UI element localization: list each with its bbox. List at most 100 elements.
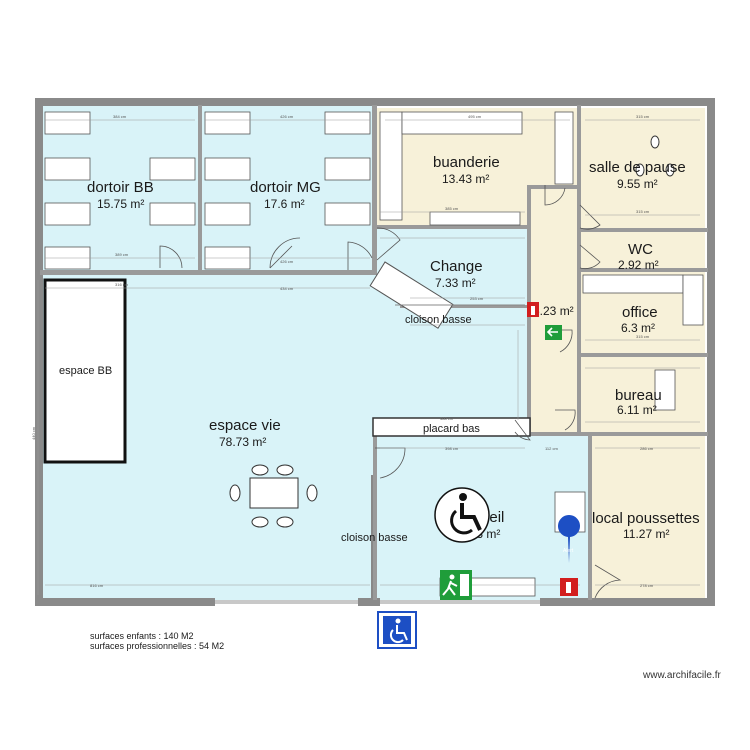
dim-text: 286 cm xyxy=(640,446,654,451)
wheelchair-icon xyxy=(434,487,490,543)
room-area-bureau: 6.11 m² xyxy=(617,403,657,417)
alert-marker-pin xyxy=(557,515,580,563)
alert-marker-text: Alert xyxy=(563,548,574,554)
room-name-salle-pause: salle de pause xyxy=(589,159,686,176)
door-swing xyxy=(579,204,601,230)
wall-change-bottom xyxy=(400,305,527,308)
extinguisher-body xyxy=(566,582,571,593)
wheelchair-wheel xyxy=(450,509,473,535)
chair xyxy=(635,163,645,177)
door-swing xyxy=(376,227,401,261)
wheelchair-figure xyxy=(396,625,408,641)
room-fill-bureau xyxy=(580,355,705,435)
wall-office-bottom xyxy=(580,353,708,357)
room-name-office: office xyxy=(622,304,658,321)
dim-text: 440 cm xyxy=(31,426,36,440)
wall-pause-left xyxy=(577,105,581,435)
dining-set xyxy=(229,464,318,528)
cot xyxy=(204,202,251,226)
laundry-counter-top xyxy=(401,111,523,135)
room-fill-wc xyxy=(580,232,705,270)
dim-text: 316 cm xyxy=(115,282,129,287)
room-area-dortoir-mg: 17.6 m² xyxy=(264,197,305,211)
room-area-local-poussettes: 11.27 m² xyxy=(623,527,669,541)
outer-walls xyxy=(35,98,715,606)
wall-buanderie-inner xyxy=(527,185,577,189)
chair xyxy=(251,516,269,528)
wall-dortoir-divider xyxy=(198,105,202,273)
room-area-salle-pause: 9.55 m² xyxy=(617,177,658,191)
emergency-exit-icon xyxy=(440,570,472,600)
cot xyxy=(324,202,371,226)
laundry-counter-left xyxy=(379,111,403,221)
wall-dortoir-right xyxy=(372,105,377,275)
alert-marker-icon: Alert xyxy=(557,515,580,563)
room-name-local-poussettes: local poussettes xyxy=(592,510,700,527)
dim-text: 398 cm xyxy=(445,446,459,451)
chair xyxy=(650,135,660,149)
room-name-espace-vie: espace vie xyxy=(209,417,281,434)
wall-top xyxy=(35,98,715,106)
placard-bas xyxy=(372,417,531,437)
chair xyxy=(306,484,318,502)
room-name-dortoir-mg: dortoir MG xyxy=(250,179,321,196)
dim-text: 426 cm xyxy=(280,259,294,264)
wall-bottom-mid xyxy=(358,598,380,606)
dim-text: 385 cm xyxy=(445,206,459,211)
laundry-shelf-right xyxy=(554,111,574,185)
office-counter-side xyxy=(682,274,704,326)
footer-surfaces-enfants: surfaces enfants : 140 M2 xyxy=(90,631,194,641)
chair xyxy=(276,516,294,528)
doors xyxy=(159,185,622,599)
wall-poussettes-left xyxy=(588,435,592,600)
wall-accueil-left xyxy=(373,435,377,600)
changing-table-top xyxy=(369,261,454,329)
exit-arrow-icon xyxy=(545,325,562,340)
label-cloison-basse-change: cloison basse xyxy=(405,314,472,326)
wall-left xyxy=(35,98,43,606)
exit-arrow xyxy=(546,327,558,337)
dim-text: 426 cm xyxy=(280,114,294,119)
wall-wc-bottom xyxy=(580,268,708,272)
changing-table xyxy=(369,261,454,329)
door-entry-gap xyxy=(380,600,540,604)
wall-pause-bottom xyxy=(580,228,708,232)
chair xyxy=(251,464,269,476)
exit-sign-figure xyxy=(442,580,458,596)
room-area-change: 7.33 m² xyxy=(435,276,476,290)
door-swing xyxy=(159,245,183,269)
office-counter xyxy=(582,274,684,294)
footer-surfaces: surfaces enfants : 140 M2 surfaces profe… xyxy=(90,631,224,651)
door-swing xyxy=(594,564,622,599)
dim-text: 315 cm xyxy=(636,334,650,339)
cot xyxy=(324,111,371,135)
room-name-buanderie: buanderie xyxy=(433,154,500,171)
dimension-texts: 384 cm 426 cm 495 cm 315 cm 389 cm 426 c… xyxy=(31,114,654,588)
dim-text: 384 cm xyxy=(113,114,127,119)
room-name-wc: WC xyxy=(628,241,653,258)
door-swing xyxy=(375,447,406,479)
cot xyxy=(44,157,91,181)
cot xyxy=(44,202,91,226)
cot xyxy=(44,111,91,135)
room-area-buanderie: 13.43 m² xyxy=(442,172,489,186)
wall-dortoir-bottom xyxy=(40,270,375,275)
wall-buanderie-bottom xyxy=(377,225,527,229)
desk xyxy=(654,369,676,411)
room-name-dortoir-bb: dortoir BB xyxy=(87,179,154,196)
brand-watermark: www.archifacile.fr xyxy=(643,670,721,681)
exit-sign-figure-head xyxy=(449,574,455,580)
dim-text: 434 cm xyxy=(280,286,294,291)
cot xyxy=(324,157,371,181)
room-area-couloir: 6.23 m² xyxy=(533,304,574,318)
espace-bb-area xyxy=(43,278,127,464)
cot xyxy=(149,202,196,226)
wheelchair-wheel xyxy=(389,629,404,644)
door-swing xyxy=(579,244,601,270)
cot xyxy=(204,157,251,181)
laundry-furniture xyxy=(379,111,574,226)
dim-text: 253 cm xyxy=(470,296,484,301)
room-area-dortoir-bb: 15.75 m² xyxy=(97,197,144,211)
door-swing xyxy=(347,241,373,270)
